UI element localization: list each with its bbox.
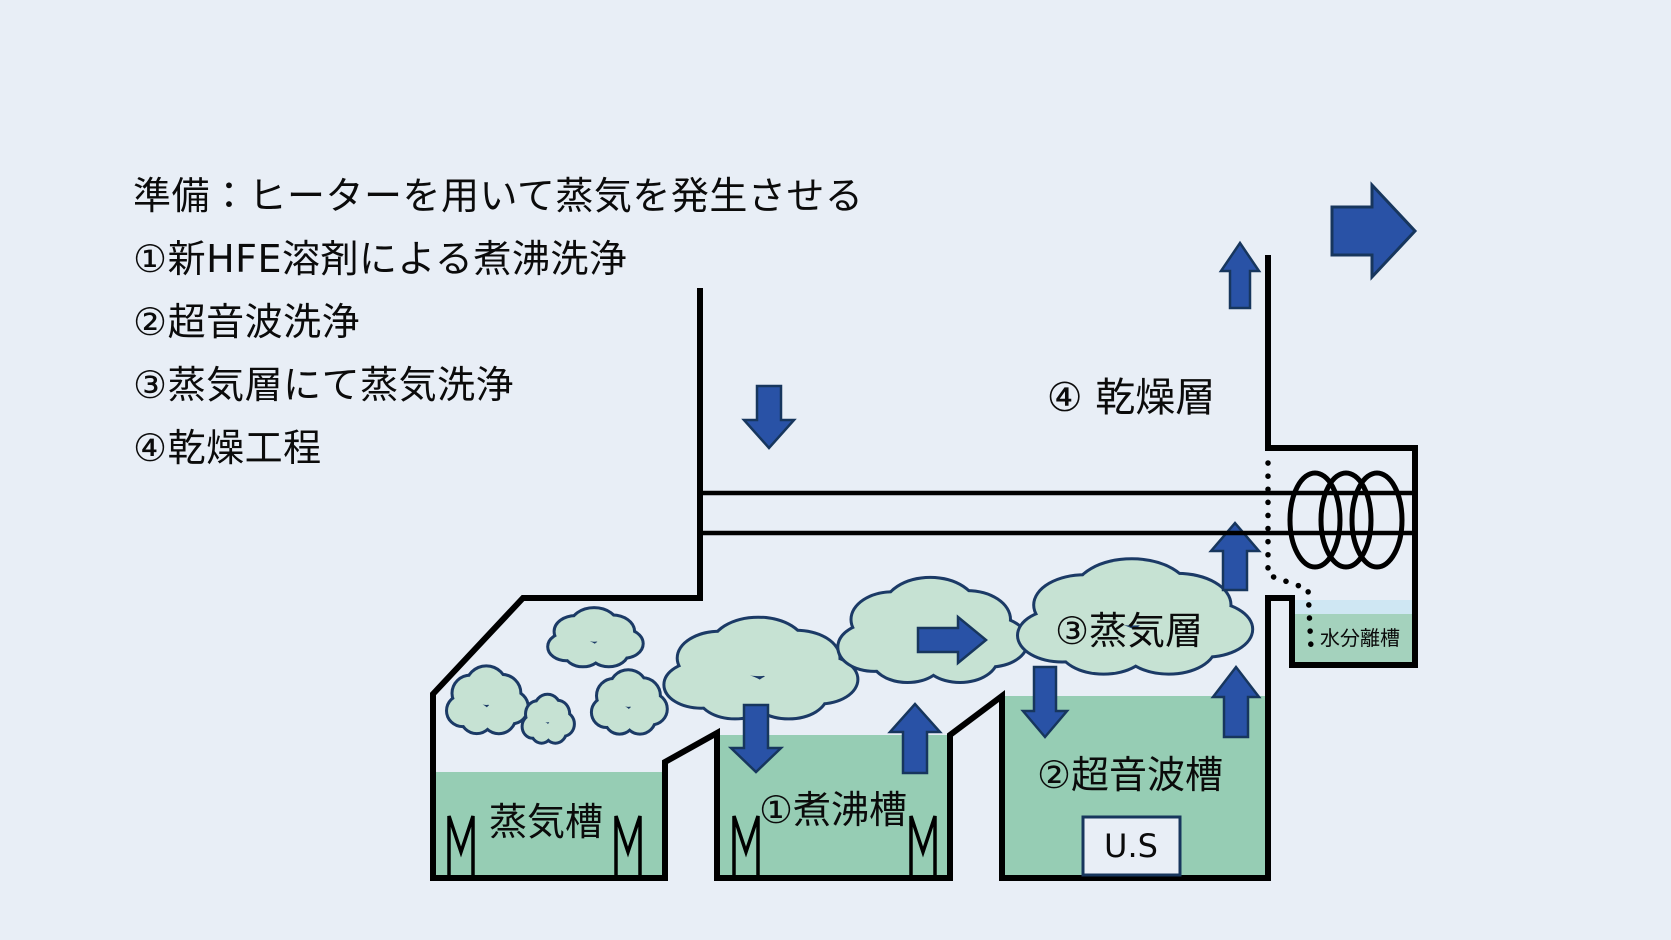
boiling-tank-label: ①煮沸槽 [759,788,907,832]
boiling-tank-up-arrow [887,702,943,775]
vapor-cloud [546,606,645,669]
machine-outline [430,255,1418,881]
vapor-zone-label: ③蒸気層 [1055,609,1203,653]
steam-tank-label: 蒸気槽 [489,800,603,844]
workpiece-hanger [614,815,642,878]
process-step-4: ④乾燥工程 [133,426,322,470]
workpiece-hanger [447,815,475,878]
ultrasonic-tank-label: ②超音波槽 [1037,753,1223,797]
vapor-cloud [445,664,530,736]
process-step-2: ②超音波洗浄 [133,300,361,344]
process-step-preparation: 準備：ヒーターを用いて蒸気を発生させる [133,174,864,218]
vapor-cloud [836,575,1030,685]
separator-water-layer [1294,600,1413,614]
vapor-rise-up-arrow [1208,521,1262,592]
vapor-cloud [1016,557,1255,676]
vapor-cloud [662,615,860,721]
boiling-tank-down-arrow [727,703,785,774]
ultrasonic-unit-label: U.S [1104,827,1158,865]
inlet-down-arrow [741,384,797,450]
vapor-cloud [589,668,669,736]
ultrasonic-unit-box [1081,815,1182,877]
process-step-1: ①新HFE溶剤による煮沸洗浄 [133,237,628,281]
condensate-drip-path [1265,460,1314,651]
condenser-coil [1287,470,1405,570]
vapor-cloud-group [445,557,1255,745]
exhaust-out-right-arrow [1330,181,1418,281]
exhaust-up-arrow [1218,240,1262,310]
separator-solvent-layer [1294,614,1413,663]
process-step-list: 準備：ヒーターを用いて蒸気を発生させる ①新HFE溶剤による煮沸洗浄 ②超音波洗… [133,165,863,480]
drying-zone-label: ④ 乾燥層 [1047,375,1216,421]
vapor-cloud [520,692,576,745]
water-separator-label: 水分離槽 [1320,626,1400,650]
workpiece-hanger [909,815,937,878]
workpiece-hanger [732,815,760,878]
ultrasonic-tank-down-arrow [1020,665,1070,739]
ultrasonic-tank-up-arrow [1210,664,1262,739]
vapor-flow-right-arrow [916,614,988,666]
process-step-3: ③蒸気層にて蒸気洗浄 [133,363,515,407]
